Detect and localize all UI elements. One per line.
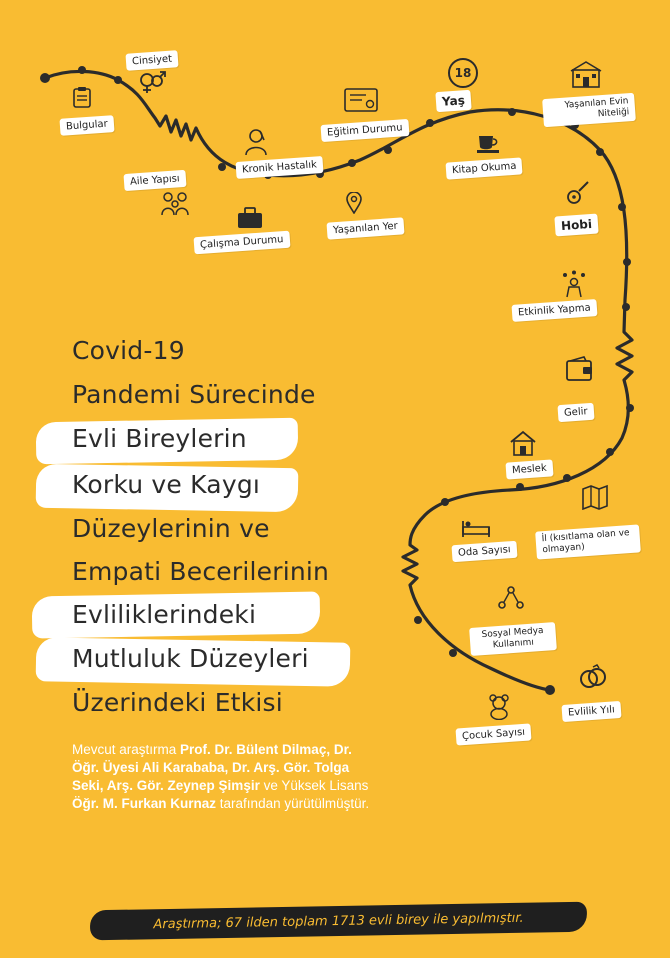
location-pin-icon [346, 192, 362, 214]
title-line-1: Covid-19 [72, 336, 185, 365]
clipboard-icon [73, 87, 91, 108]
label-hobi: Hobi [554, 213, 599, 237]
footer-text: Araştırma; 67 ilden toplam 1713 evli bir… [153, 910, 524, 932]
road-dots [40, 66, 634, 695]
credits-name-2: Dr. Öğr. Üyesi Ali Karababa, Dr. Arş. Gö… [72, 742, 352, 793]
title-line-8: Mutluluk Düzeyleri [72, 644, 309, 673]
title-line-4: Korku ve Kaygı [72, 470, 261, 499]
title-line-6: Empati Becerilerinin [72, 557, 330, 586]
credits-name-3: Öğr. M. Furkan Kurnaz [72, 796, 217, 811]
wallet-icon [566, 356, 592, 381]
briefcase-icon [238, 207, 262, 228]
title-line-5: Düzeylerinin ve [72, 514, 270, 543]
family-icon [161, 192, 189, 216]
title-line-9: Üzerindeki Etkisi [72, 688, 283, 717]
gender-icon [140, 71, 166, 93]
bed-icon [462, 521, 490, 537]
sick-person-icon [245, 129, 267, 156]
label-cinsiyet: Cinsiyet [125, 50, 179, 71]
credits-outro: tarafından yürütülmüştür. [219, 796, 370, 811]
label-yas: Yaş [435, 89, 472, 113]
map-icon [582, 484, 608, 510]
guitar-icon [567, 181, 589, 204]
title-line-7: Evliliklerindeki [72, 600, 257, 629]
juggler-icon [563, 270, 585, 298]
credits-intro: Mevcut araştırma [72, 742, 177, 757]
title-line-3: Evli Bireylerin [72, 424, 247, 453]
certificate-icon [344, 88, 378, 112]
teddy-bear-icon [489, 694, 509, 720]
coffee-book-icon [477, 136, 499, 153]
credits-name-1: Prof. Dr. Bülent Dilmaç, [180, 742, 331, 757]
credits-conj: ve [263, 778, 278, 793]
credits-degree: Yüksek Lisans [281, 778, 369, 793]
label-gelir: Gelir [557, 402, 595, 423]
label-sosyal-medya: Sosyal Medya Kullanımı [469, 622, 557, 656]
share-network-icon [498, 586, 524, 609]
wedding-rings-icon [580, 664, 606, 688]
title-line-2: Pandemi Sürecinde [72, 380, 316, 409]
age-18-icon: 18 [448, 58, 478, 88]
house-building-icon [570, 61, 602, 88]
credits-text: Mevcut araştırma Prof. Dr. Bülent Dilmaç… [72, 741, 372, 813]
label-meslek: Meslek [505, 459, 554, 480]
home-work-icon [510, 430, 536, 456]
